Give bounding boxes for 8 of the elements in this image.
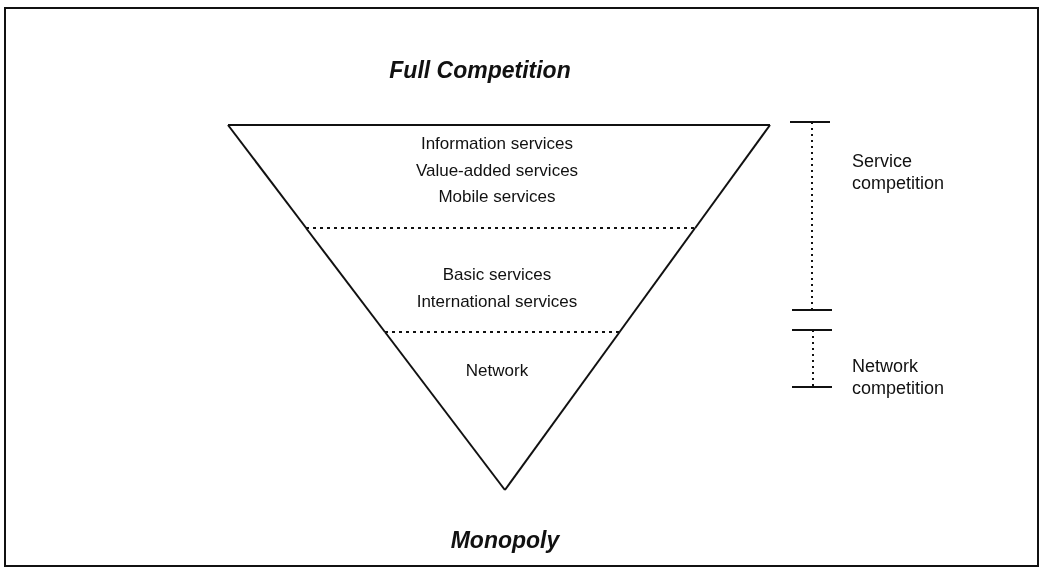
service-label: Mobile services (438, 187, 556, 207)
bracket-label: Service competition (852, 150, 946, 194)
bracket-label: Network competition (852, 355, 946, 399)
service-label: Basic services (442, 265, 552, 285)
service-label: Information services (420, 134, 574, 154)
service-label: International services (416, 292, 578, 312)
service-label: Network (465, 361, 529, 381)
service-label: Value-added services (415, 161, 579, 181)
